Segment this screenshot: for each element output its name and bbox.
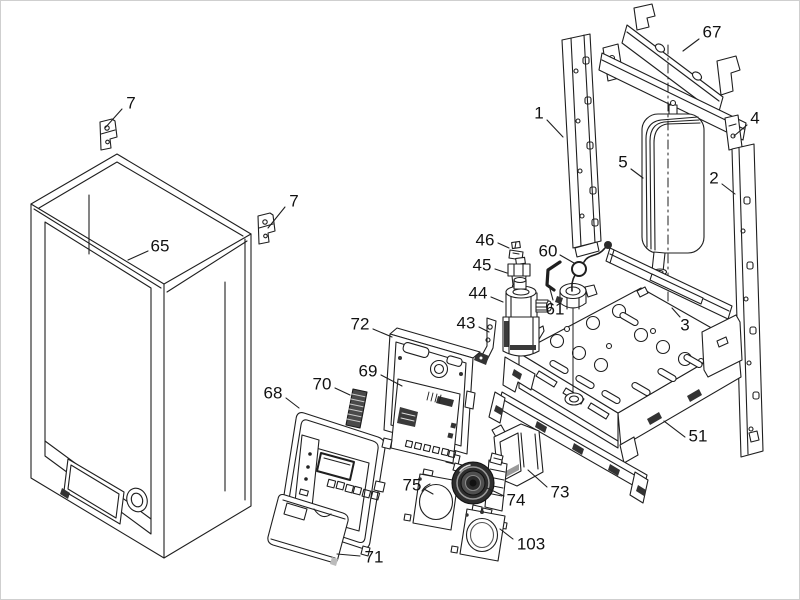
part-label-71: 71 [365, 548, 384, 567]
side-rail-2 [731, 143, 764, 458]
screw-46 [508, 240, 524, 261]
base-chassis-51 [488, 286, 743, 504]
callout-leader-46 [497, 242, 510, 249]
callout-leader-51 [663, 420, 686, 438]
part-label-60: 60 [539, 242, 558, 261]
callout-leader-45 [494, 268, 508, 274]
part-label-75: 75 [403, 476, 422, 495]
pump-union-fitting [555, 282, 598, 310]
callout-leader-60 [559, 254, 575, 264]
hanging-bracket-7-right [257, 212, 276, 245]
callout-leader-1 [546, 119, 564, 138]
callout-leader-103 [499, 528, 514, 540]
callout-leader-44 [490, 296, 504, 303]
cover-plate-103 [450, 504, 508, 562]
side-rail-1 [561, 33, 602, 258]
callout-leader-43 [478, 326, 490, 333]
top-cross-bar [598, 43, 747, 141]
callout-leader-61 [549, 288, 554, 301]
part-label-46: 46 [476, 231, 495, 250]
retaining-clip-61 [545, 260, 562, 292]
casing-65 [30, 153, 252, 559]
callout-leader-7 [267, 206, 286, 229]
callout-leader-73 [527, 469, 548, 488]
callout-leader-3 [671, 307, 681, 318]
part-label-103: 103 [517, 535, 545, 554]
part-label-5: 5 [618, 153, 627, 172]
callout-leader-75 [423, 488, 434, 495]
part-label-7: 7 [126, 94, 135, 113]
gasket-plate-75 [403, 468, 462, 531]
part-label-1: 1 [534, 104, 543, 123]
sensor-wire-60 [571, 241, 612, 292]
part-label-7: 7 [289, 192, 298, 211]
part-label-4: 4 [750, 109, 759, 128]
part-label-68: 68 [264, 384, 283, 403]
callout-leader-2 [721, 183, 736, 195]
callout-leader-70 [334, 387, 351, 396]
part-label-51: 51 [689, 427, 708, 446]
part-label-44: 44 [469, 284, 488, 303]
part-label-65: 65 [151, 237, 170, 256]
part-label-73: 73 [551, 483, 570, 502]
pump-44 [502, 276, 553, 357]
pin-header-70 [345, 388, 368, 429]
pcb-69 [390, 378, 461, 464]
bracket-43 [474, 317, 497, 365]
flap-71 [267, 493, 349, 566]
callout-leader-7 [104, 108, 123, 129]
callout-leader-5 [630, 168, 644, 179]
callout-leader-4 [733, 124, 748, 137]
callout-leader-65 [127, 250, 149, 261]
part-label-45: 45 [473, 256, 492, 275]
callout-leader-69 [380, 374, 403, 387]
part-label-69: 69 [359, 362, 378, 381]
part-label-3: 3 [680, 316, 689, 335]
cross-rail-3 [605, 247, 733, 320]
part-label-61: 61 [546, 300, 565, 319]
part-label-72: 72 [351, 315, 370, 334]
callout-leader-67 [682, 38, 700, 52]
part-label-67: 67 [703, 23, 722, 42]
expansion-vessel-5 [641, 99, 705, 276]
callout-leader-72 [372, 328, 393, 338]
part-label-74: 74 [507, 491, 526, 510]
part-label-43: 43 [457, 314, 476, 333]
part-label-2: 2 [709, 169, 718, 188]
callout-leader-68 [285, 397, 300, 409]
callout-leader-74 [486, 487, 505, 497]
callout-leader-71 [336, 553, 361, 557]
part-label-70: 70 [313, 375, 332, 394]
